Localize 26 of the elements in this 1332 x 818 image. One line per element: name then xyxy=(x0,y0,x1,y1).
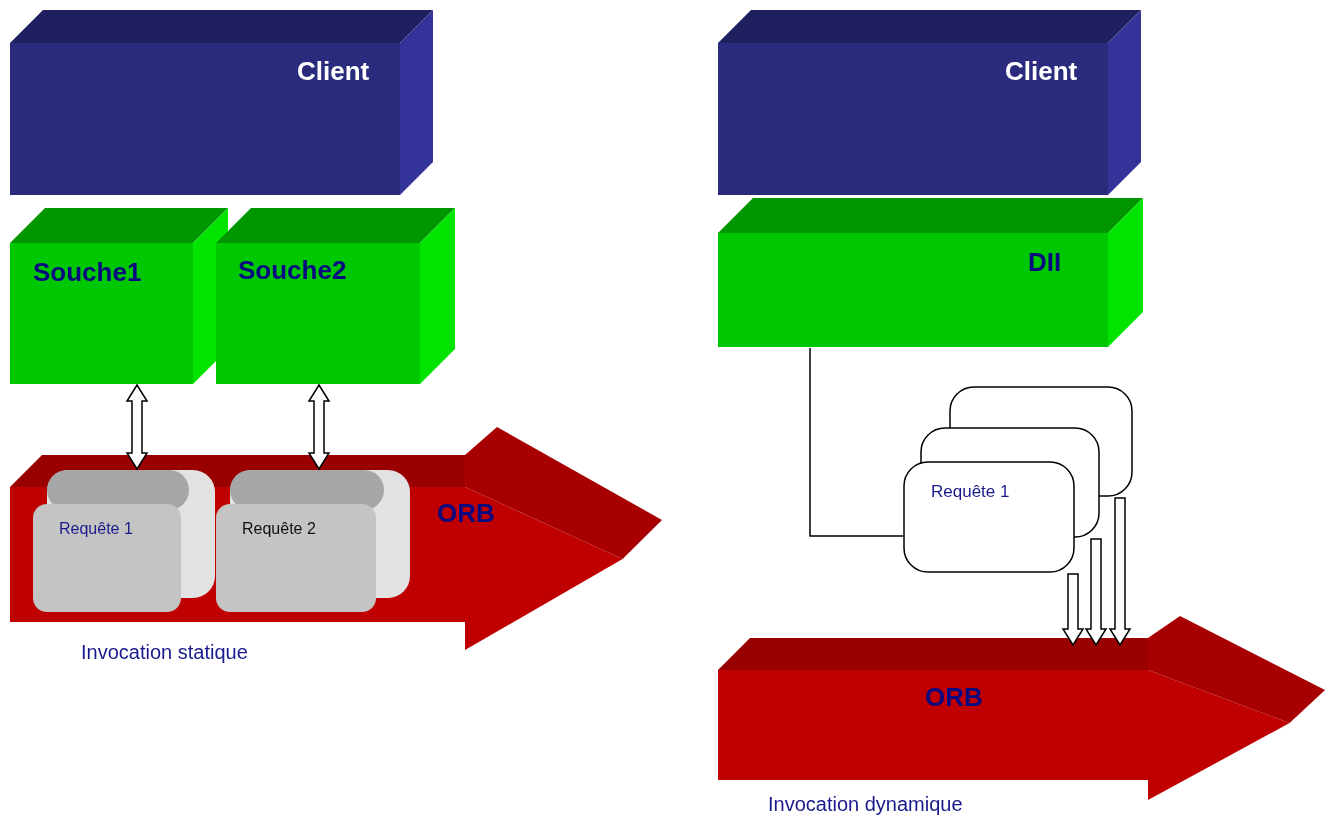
node-label: ORB xyxy=(437,498,495,529)
arrow xyxy=(1061,573,1085,647)
request-block xyxy=(33,470,215,612)
stub-block xyxy=(216,208,455,384)
node-label: DII xyxy=(1028,247,1062,278)
interface-block xyxy=(718,198,1143,347)
arrow xyxy=(1108,497,1132,647)
node-label: Souche2 xyxy=(238,255,347,286)
node-label: Souche1 xyxy=(33,257,142,288)
connector-line xyxy=(809,347,904,537)
node-label: ORB xyxy=(925,682,983,713)
double-arrow xyxy=(125,383,149,471)
client-block xyxy=(718,10,1141,195)
caption: Invocation dynamique xyxy=(768,793,963,816)
node-label: Requête 1 xyxy=(931,482,1010,502)
node-label: Requête 2 xyxy=(242,520,316,538)
arrow xyxy=(1084,538,1108,647)
client-block xyxy=(10,10,433,195)
request-card xyxy=(903,461,1075,573)
request-block xyxy=(216,470,410,612)
node-label: Client xyxy=(1005,56,1078,87)
stub-block xyxy=(10,208,228,384)
caption: Invocation statique xyxy=(81,641,248,664)
double-arrow xyxy=(307,383,331,471)
node-label: Client xyxy=(297,56,370,87)
node-label: Requête 1 xyxy=(59,520,133,538)
